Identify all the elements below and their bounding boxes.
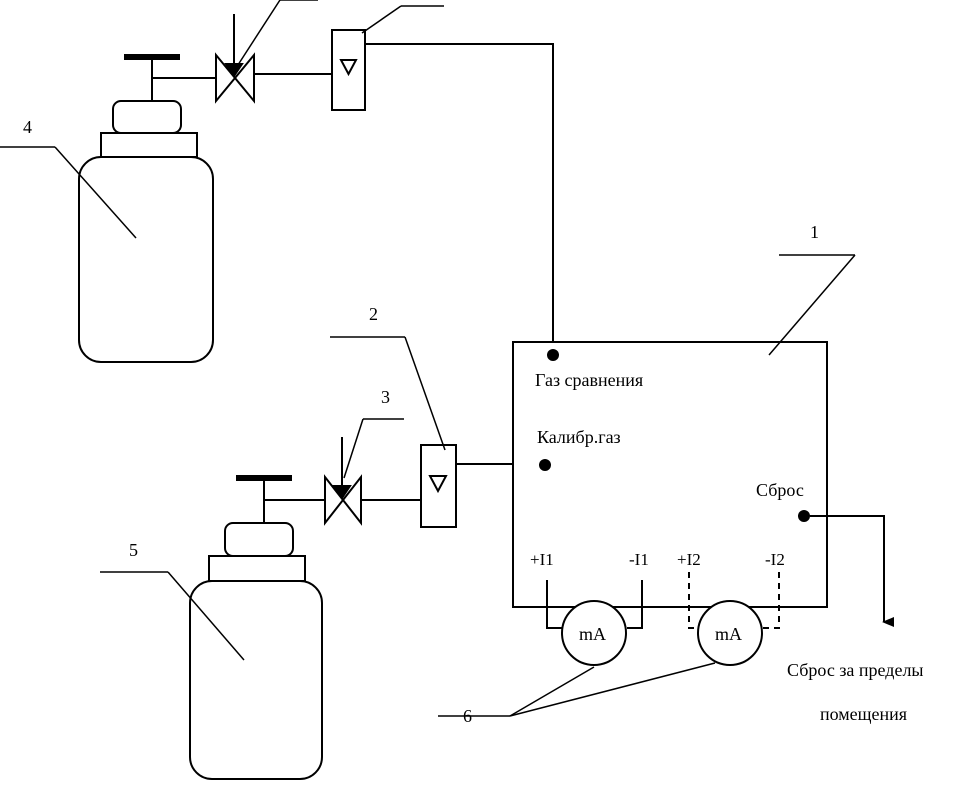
calib-gas-label: Калибр.газ xyxy=(537,427,621,447)
analyzer-1: Газ сравнения Калибр.газ Сброс +I1 -I1 +… xyxy=(512,341,828,608)
cylinder-5-collar xyxy=(208,555,306,582)
valve-top xyxy=(215,14,255,104)
meter-2-wire-plus xyxy=(688,572,700,629)
cylinder-5-cap xyxy=(224,522,294,557)
reset-label: Сброс xyxy=(756,480,804,500)
plus-i2-label: +I2 xyxy=(677,550,701,569)
callout-6 xyxy=(438,662,716,717)
cylinder-4-cap xyxy=(112,100,182,134)
cylinder-5-body xyxy=(189,580,323,780)
valve-3-body xyxy=(324,474,362,526)
callout-2 xyxy=(330,336,446,451)
callout-5 xyxy=(100,571,245,661)
vent-pipe xyxy=(810,515,894,627)
calib-gas-port xyxy=(539,459,551,471)
callout-1 xyxy=(768,254,856,356)
meter-2 xyxy=(688,572,780,666)
reset-port xyxy=(798,510,810,522)
meter-1-wire-minus xyxy=(627,580,643,629)
callout-3 xyxy=(343,418,404,479)
minus-i2-label: -I2 xyxy=(765,550,785,569)
callout-3-number: 3 xyxy=(381,387,390,407)
analyzer-body xyxy=(512,341,828,608)
pipe-ref-gas xyxy=(365,43,554,355)
callout-6-number: 6 xyxy=(463,706,472,726)
meter-1-wire-plus xyxy=(546,580,562,629)
flowmeter-top xyxy=(331,29,366,111)
cylinder-4-body xyxy=(78,156,214,363)
valve-3-arrow xyxy=(332,485,352,500)
ref-gas-label: Газ сравнения xyxy=(535,370,643,390)
meter-2-wire-minus xyxy=(762,572,780,629)
gas-cylinder-5 xyxy=(189,475,323,780)
ref-gas-port xyxy=(547,349,559,361)
meter-2-circle xyxy=(697,600,763,666)
callout-2-number: 2 xyxy=(369,304,378,324)
gas-cylinder-4 xyxy=(78,54,214,363)
callout-4 xyxy=(0,146,137,239)
callout-top-flowmeter xyxy=(361,5,444,34)
flowmeter-2-symbol xyxy=(428,475,448,494)
flowmeter-2 xyxy=(420,444,457,528)
meter-1-circle xyxy=(561,600,627,666)
callout-top-valve xyxy=(235,0,318,69)
meter-1-label: mA xyxy=(579,624,606,644)
meter-1 xyxy=(546,580,643,666)
valve-top-arrow xyxy=(224,63,244,78)
valve-3 xyxy=(324,437,362,526)
cylinder-4-collar xyxy=(100,132,198,158)
valve-top-body xyxy=(215,52,255,104)
flowmeter-top-body xyxy=(331,29,366,111)
callout-4-number: 4 xyxy=(23,117,32,137)
meter-2-label: mA xyxy=(715,624,742,644)
flowmeter-2-body xyxy=(420,444,457,528)
vent-label-line2: помещения xyxy=(820,704,907,724)
plus-i1-label: +I1 xyxy=(530,550,554,569)
vent-label-line1: Сброс за пределы xyxy=(787,660,924,680)
callout-5-number: 5 xyxy=(129,540,138,560)
callout-1-number: 1 xyxy=(810,222,819,242)
minus-i1-label: -I1 xyxy=(629,550,649,569)
flowmeter-top-symbol xyxy=(339,59,358,77)
